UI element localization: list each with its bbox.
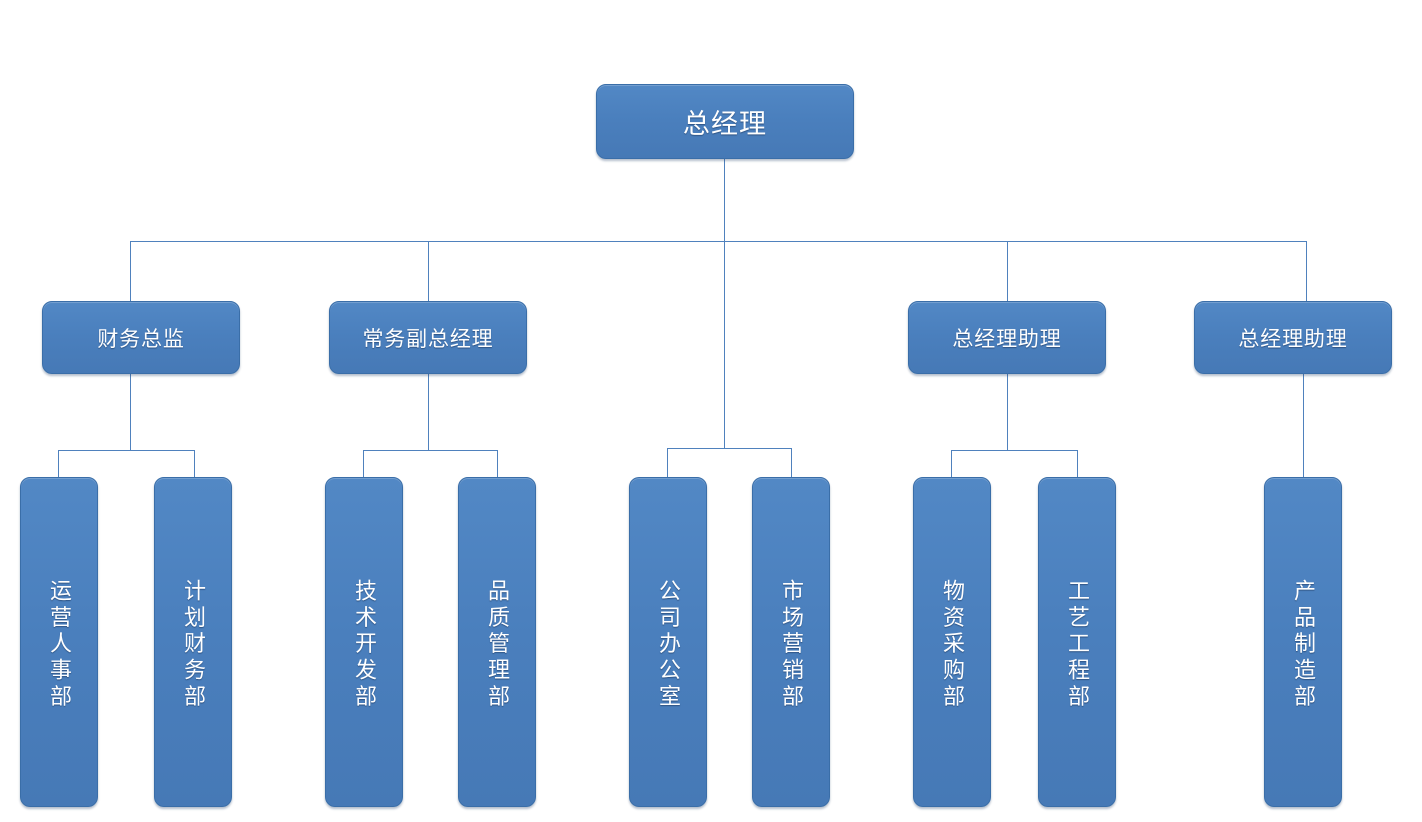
connector-top-bus [130, 241, 1306, 242]
node-label: 品质管理部 [485, 579, 510, 711]
node-gm-asst-1[interactable]: 总经理助理 [908, 301, 1106, 374]
connector-vp-stem [428, 374, 429, 450]
node-label: 常务副总经理 [362, 326, 494, 351]
node-label: 运营人事部 [47, 579, 72, 711]
node-root-general-manager[interactable]: 总经理 [596, 84, 854, 159]
connector-asst2-stem [1303, 374, 1304, 477]
node-cfo[interactable]: 财务总监 [42, 301, 240, 374]
node-label: 技术开发部 [352, 579, 377, 711]
node-gm-asst-2[interactable]: 总经理助理 [1194, 301, 1392, 374]
node-plan-fin[interactable]: 计划财务部 [154, 477, 232, 807]
connector-cfo-right [194, 450, 195, 477]
node-label: 财务总监 [97, 326, 185, 351]
connector-root-stem [724, 159, 725, 241]
connector-vp-left [363, 450, 364, 477]
connector-vp-bus [363, 450, 497, 451]
connector-vp-right [497, 450, 498, 477]
connector-drop-gm-asst-1 [1007, 241, 1008, 301]
connector-asst1-stem [1007, 374, 1008, 450]
connector-center-bus [667, 448, 791, 449]
connector-cfo-bus [58, 450, 194, 451]
connector-asst1-left [951, 450, 952, 477]
node-manufacture[interactable]: 产品制造部 [1264, 477, 1342, 807]
connector-asst1-bus [951, 450, 1077, 451]
node-label: 总经理助理 [952, 326, 1062, 351]
connector-asst1-right [1077, 450, 1078, 477]
node-process-eng[interactable]: 工艺工程部 [1038, 477, 1116, 807]
node-label: 总经理助理 [1238, 326, 1348, 351]
connector-drop-gm-asst-2 [1306, 241, 1307, 301]
node-ops-hr[interactable]: 运营人事部 [20, 477, 98, 807]
node-purchasing[interactable]: 物资采购部 [913, 477, 991, 807]
connector-drop-exec-vp [428, 241, 429, 301]
node-quality[interactable]: 品质管理部 [458, 477, 536, 807]
node-exec-vp[interactable]: 常务副总经理 [329, 301, 527, 374]
node-label: 市场营销部 [779, 579, 804, 711]
connector-trunk-center [724, 241, 725, 448]
node-marketing[interactable]: 市场营销部 [752, 477, 830, 807]
connector-drop-cfo [130, 241, 131, 301]
connector-center-right [791, 448, 792, 477]
node-label: 物资采购部 [940, 579, 965, 711]
node-tech-dev[interactable]: 技术开发部 [325, 477, 403, 807]
node-label: 产品制造部 [1291, 579, 1316, 711]
connector-cfo-stem [130, 374, 131, 450]
node-label: 总经理 [682, 109, 768, 139]
node-label: 计划财务部 [181, 579, 206, 711]
connector-cfo-left [58, 450, 59, 477]
node-office[interactable]: 公司办公室 [629, 477, 707, 807]
node-label: 工艺工程部 [1065, 579, 1090, 711]
node-label: 公司办公室 [656, 579, 681, 711]
connector-center-left [667, 448, 668, 477]
